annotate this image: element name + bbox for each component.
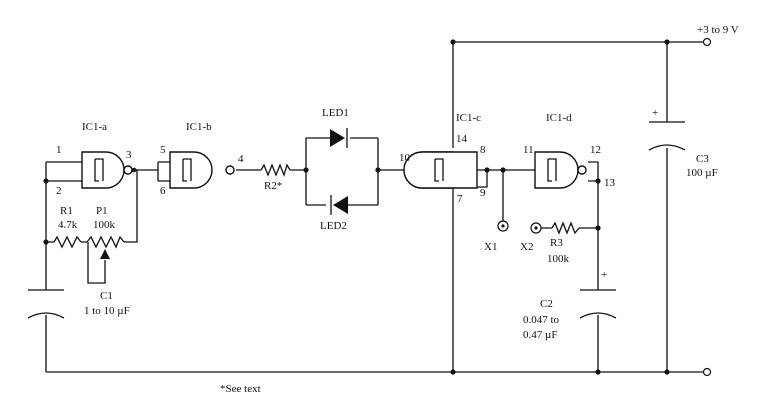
supply-terminal-positive <box>702 37 712 47</box>
gate-ic1c <box>403 151 478 189</box>
potentiometer-wiper-arrow <box>100 249 110 259</box>
c2-value-line2: 0.47 µF <box>523 329 557 341</box>
pin-label: 7 <box>457 193 463 205</box>
pin-label: 9 <box>480 187 486 199</box>
led2-name: LED2 <box>320 220 347 232</box>
capacitor-c2 <box>579 289 617 319</box>
c2-value-line1: 0.047 to <box>523 314 560 326</box>
potentiometer-p1 <box>86 235 125 249</box>
resistor-r2 <box>260 163 291 177</box>
pin-label: 3 <box>126 149 132 161</box>
gate-label-ic1a: IC1-a <box>82 121 107 133</box>
pin-label: 6 <box>160 185 166 197</box>
c1-value: 1 to 10 µF <box>84 305 130 317</box>
pin-label: 14 <box>456 133 468 145</box>
led1 <box>330 128 348 148</box>
c1-name: C1 <box>100 290 113 302</box>
junctions <box>43 39 670 375</box>
x1-name: X1 <box>484 241 497 253</box>
pin-label: 13 <box>604 177 616 189</box>
supply-terminal-ground <box>702 367 712 377</box>
r2-name: R2* <box>264 180 282 192</box>
resistor-r3 <box>551 221 580 235</box>
pin-label: 8 <box>480 144 486 156</box>
test-point-x1 <box>497 220 509 232</box>
r3-name: R3 <box>550 237 563 249</box>
c3-value: 100 µF <box>686 167 718 179</box>
c2-name: C2 <box>540 298 553 310</box>
led2 <box>330 195 348 215</box>
c2-plus-sign: + <box>601 269 607 281</box>
c3-name: C3 <box>696 153 709 165</box>
supply-label: +3 to 9 V <box>697 24 739 36</box>
x2-name: X2 <box>520 241 533 253</box>
gate-ic1b <box>169 151 235 189</box>
wires <box>45 41 704 373</box>
led1-name: LED1 <box>322 107 349 119</box>
r3-value: 100k <box>547 253 570 265</box>
gate-label-ic1b: IC1-b <box>186 121 212 133</box>
test-point-x2 <box>530 222 542 234</box>
p1-value: 100k <box>93 219 116 231</box>
p1-name: P1 <box>96 205 108 217</box>
gate-label-ic1d: IC1-d <box>546 112 572 124</box>
pin-label: 12 <box>590 144 601 156</box>
capacitor-c1 <box>27 289 65 319</box>
pin-label: 5 <box>160 144 166 156</box>
resistor-r1 <box>53 235 82 249</box>
gate-ic1a <box>81 151 133 189</box>
gate-ic1d <box>534 151 587 189</box>
r1-value: 4.7k <box>58 219 78 231</box>
pin-label: 1 <box>56 144 62 156</box>
gate-label-ic1c: IC1-c <box>456 112 481 124</box>
r1-name: R1 <box>60 205 73 217</box>
footnote: *See text <box>220 383 261 395</box>
pin-label: 11 <box>523 144 534 156</box>
capacitor-c3 <box>648 121 686 151</box>
pin-label: 2 <box>56 185 62 197</box>
c3-plus-sign: + <box>652 107 658 119</box>
pin-label: 10 <box>399 152 411 164</box>
pin-label: 4 <box>238 153 244 165</box>
